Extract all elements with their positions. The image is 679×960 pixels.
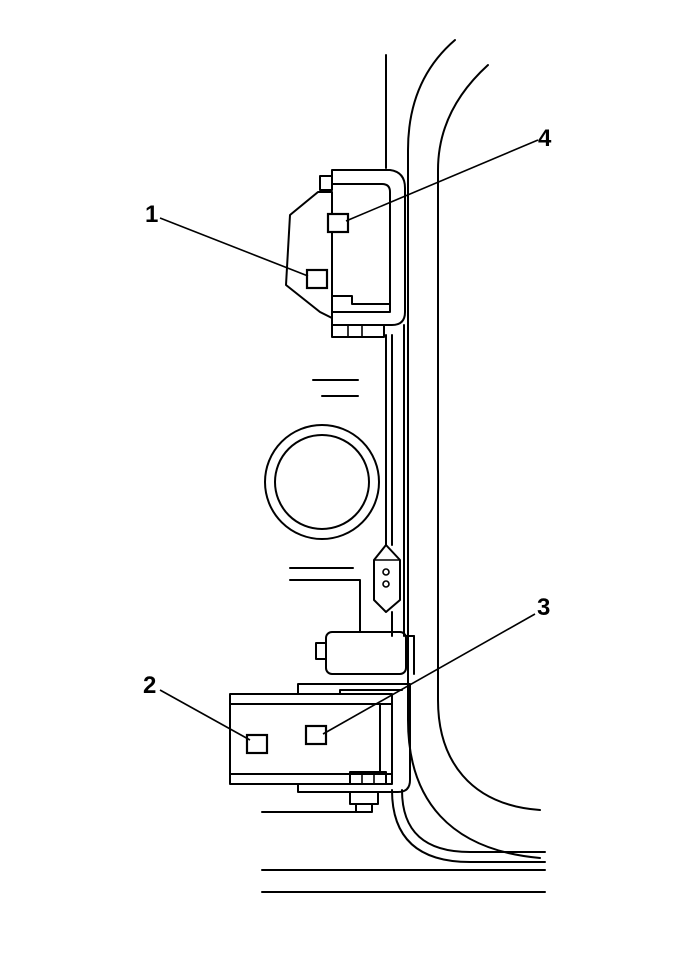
callout-2: 2	[143, 672, 156, 699]
wiring-connector	[352, 544, 401, 633]
lower-hinge-body-bolt-icon	[245, 733, 269, 755]
lower-hinge	[229, 683, 411, 813]
leader-lines	[159, 139, 539, 741]
pillar	[385, 54, 405, 637]
access-hole	[264, 424, 380, 540]
upper-hinge	[285, 169, 406, 338]
leader-line-3	[322, 613, 536, 735]
door-check	[315, 631, 415, 675]
panel-edge-lines	[289, 379, 359, 581]
leader-line-1	[159, 217, 309, 277]
leader-line-4	[345, 139, 539, 222]
leader-line-2	[159, 689, 251, 741]
lower-hinge-bolt-icon	[304, 724, 328, 746]
callout-3: 3	[537, 594, 550, 621]
upper-hinge-body-bolt-icon	[305, 268, 329, 290]
sill-lines	[261, 811, 546, 893]
callout-1: 1	[145, 201, 158, 228]
callout-4: 4	[538, 125, 552, 152]
upper-hinge-bolt-icon	[326, 212, 350, 234]
body-panel-outline	[391, 39, 546, 863]
